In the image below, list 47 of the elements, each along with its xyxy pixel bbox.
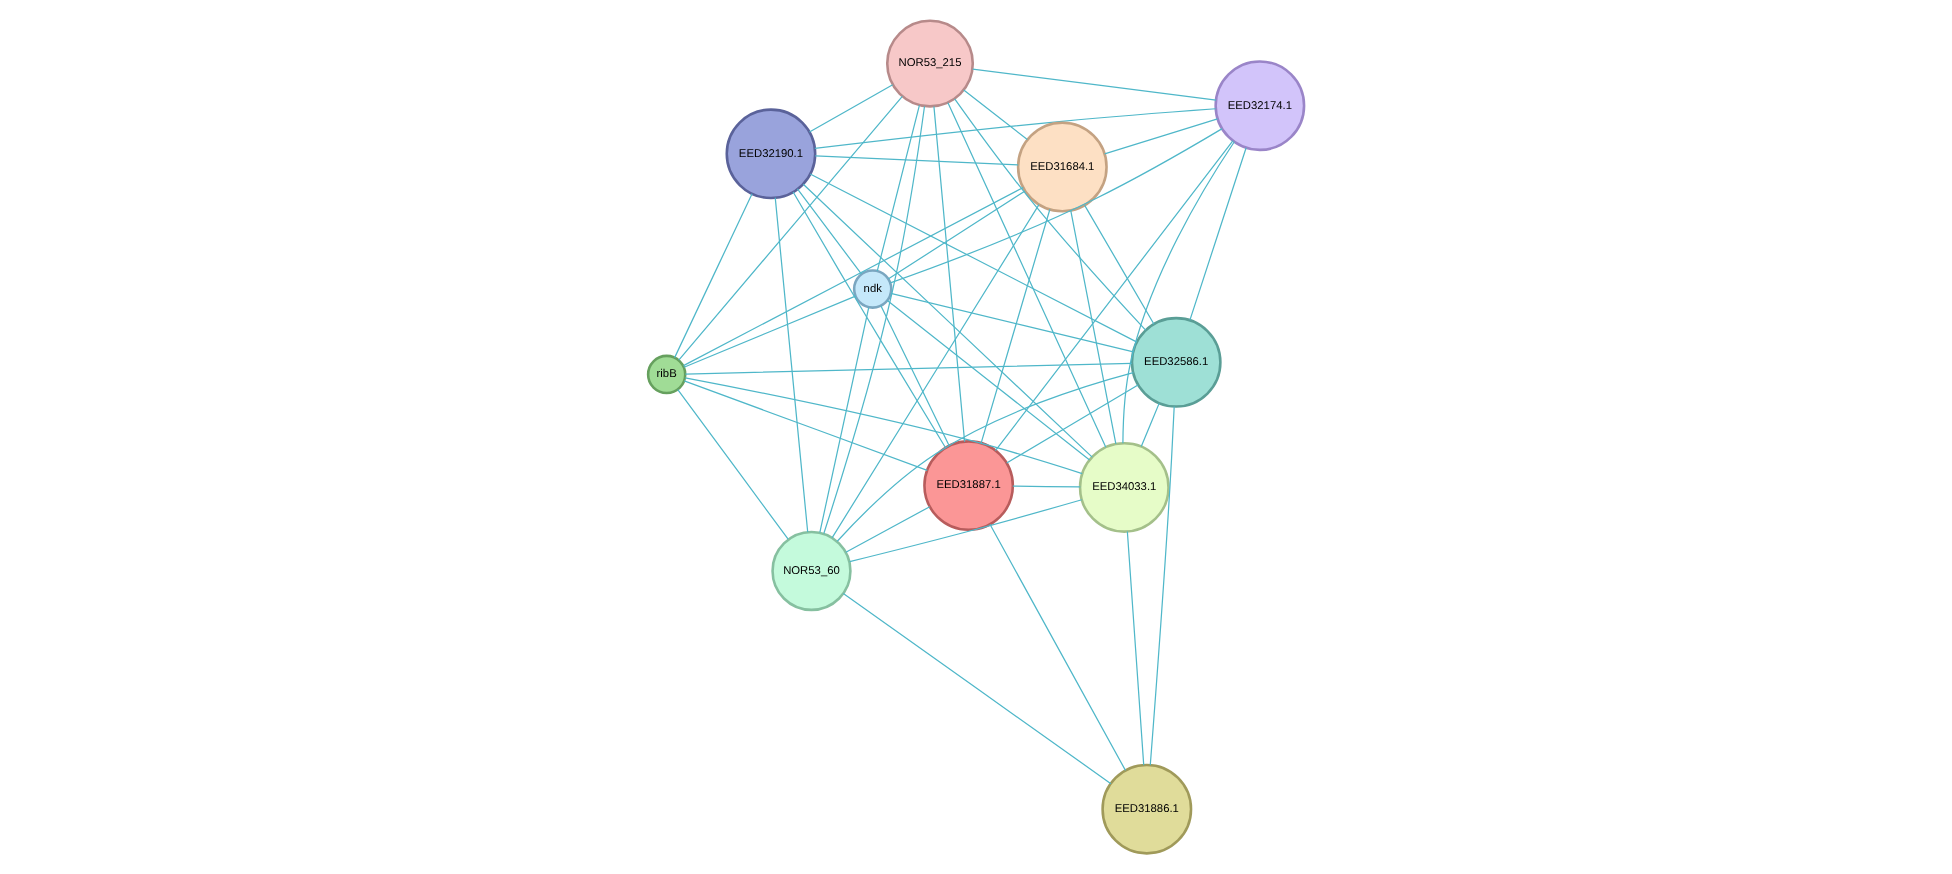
connector [994,140,1234,452]
connector [678,95,903,361]
connector [933,105,966,443]
connector [890,292,1134,353]
connector [845,506,931,553]
connector [1104,118,1219,155]
connector [684,362,1133,375]
connector [1083,204,1155,325]
connector [1122,141,1235,444]
connector [1070,209,1117,445]
connector [849,499,1083,563]
connector [677,388,789,540]
connector [809,173,1138,343]
connector [1140,402,1160,448]
connector [947,102,1107,448]
connector [683,295,857,368]
connector [886,299,1091,461]
connector [674,193,753,359]
connector [823,105,926,535]
connector [796,188,862,275]
connector [972,68,1217,101]
connector [802,183,1093,458]
connector [774,197,809,533]
connector [980,208,1051,444]
connector [1189,147,1247,321]
connector [684,377,1083,475]
connector [1012,485,1081,488]
connector [831,204,1040,539]
connector [1006,384,1139,464]
connector [876,104,921,272]
connector [954,98,1147,331]
connector [683,380,928,471]
connector [880,305,950,447]
connector [889,127,1223,284]
connector [989,523,1127,772]
connector [1126,530,1145,766]
connector [814,108,1217,150]
connector [842,592,1112,785]
connector [836,372,1134,542]
connector [814,155,1019,166]
connector [792,191,947,449]
connector [682,186,1024,367]
connector [819,306,870,533]
connector [808,84,894,133]
connector [963,89,1028,141]
connector [887,190,1026,280]
connector [1149,405,1175,766]
